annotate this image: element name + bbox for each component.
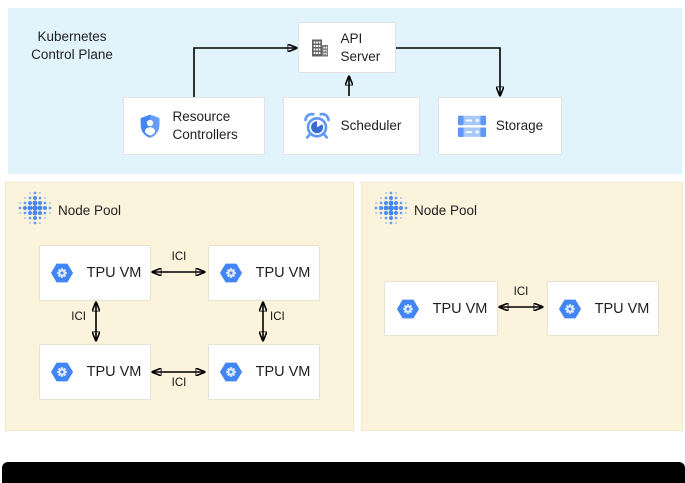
node-pool-label: Node Pool — [414, 203, 478, 218]
tpu-hexagon-icon — [395, 296, 421, 322]
ici-label: ICI — [270, 311, 285, 323]
node-pool-label: Node Pool — [58, 203, 122, 218]
tpu-hexagon-icon — [218, 359, 244, 385]
tpu-vm-label: TPU VM — [432, 300, 488, 317]
tpu-hexagon-icon — [218, 260, 244, 286]
tpu-vm-node: TPU VM — [39, 344, 151, 400]
storage-label: Storage — [495, 118, 544, 134]
alarm-clock-icon — [302, 111, 332, 141]
api-server-label: API Server — [340, 30, 381, 64]
resource-controllers-box: Resource Controllers — [123, 97, 265, 155]
tpu-vm-node: TPU VM — [208, 245, 320, 301]
footer-bar — [2, 462, 685, 483]
scheduler-label: Scheduler — [340, 118, 402, 134]
tpu-vm-node: TPU VM — [39, 245, 151, 301]
ici-label: ICI — [513, 286, 529, 298]
tpu-vm-label: TPU VM — [594, 300, 650, 317]
tpu-vm-node: TPU VM — [547, 281, 659, 336]
node-pool-dots-icon — [18, 191, 52, 225]
ici-label: ICI — [171, 377, 187, 389]
tpu-vm-label: TPU VM — [86, 364, 142, 380]
tpu-hexagon-icon — [49, 359, 75, 385]
tpu-vm-label: TPU VM — [86, 265, 142, 281]
tpu-hexagon-icon — [557, 296, 583, 322]
tpu-vm-node: TPU VM — [384, 281, 498, 336]
tpu-vm-node: TPU VM — [208, 344, 320, 400]
tpu-vm-label: TPU VM — [255, 265, 311, 281]
tpu-hexagon-icon — [49, 260, 75, 286]
resource-controllers-label: Resource Controllers — [172, 109, 238, 142]
scheduler-box: Scheduler — [283, 97, 420, 155]
storage-disks-icon — [457, 114, 487, 139]
ici-label: ICI — [71, 311, 86, 323]
ici-label: ICI — [171, 251, 187, 263]
tpu-vm-label: TPU VM — [255, 364, 311, 380]
storage-box: Storage — [438, 97, 562, 155]
node-pool-dots-icon — [374, 191, 408, 225]
shield-user-icon — [136, 112, 164, 140]
api-server-box: API Server — [298, 22, 396, 73]
control-plane-title: Kubernetes Control Plane — [31, 29, 113, 63]
building-icon — [308, 36, 332, 60]
node-pool-panel-left: Node Pool TPU VM TPU VM TPU VM TPU VM — [5, 182, 354, 431]
node-pool-panel-right: Node Pool TPU VM TPU VM — [361, 182, 683, 431]
